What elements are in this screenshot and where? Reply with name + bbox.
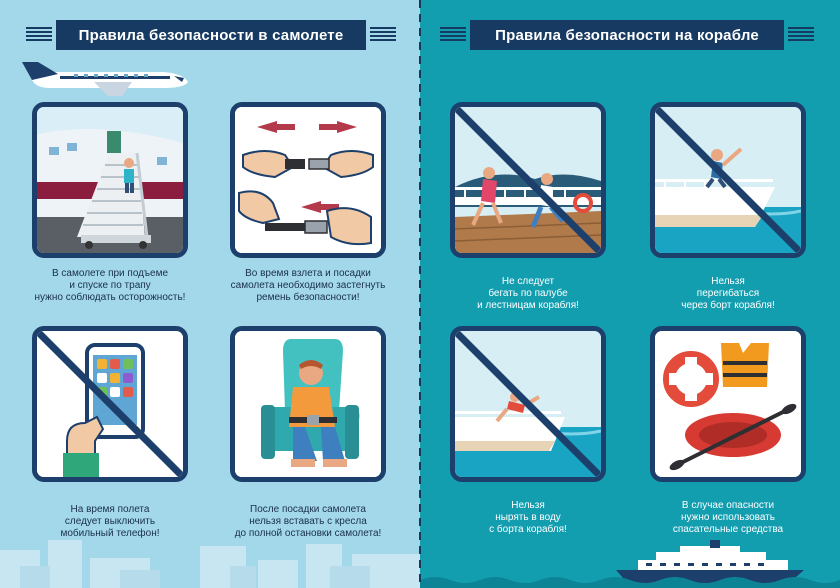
rule-caption-lifesaving: В случае опасности нужно использовать сп… — [672, 500, 784, 535]
running-prohibited-icon — [455, 107, 601, 253]
rule-card-leaning — [650, 102, 806, 258]
section-divider — [419, 0, 421, 588]
plane-safety-panel: Правила безопасности в самолете — [0, 20, 420, 588]
waves-icon — [420, 577, 840, 588]
rule-card-running — [450, 102, 606, 258]
rule-caption-phone: На время полета следует выключить мобиль… — [60, 504, 160, 539]
rule-caption-leaning: Нельзя перегибаться через борт корабля! — [681, 276, 775, 311]
rule-caption-seated: После посадки самолета нельзя вставать с… — [234, 504, 382, 539]
seatbelt-icon — [235, 107, 381, 253]
life-saving-equipment-icon — [655, 331, 801, 477]
leaning-prohibited-icon — [655, 107, 801, 253]
rule-card-airstairs — [32, 102, 188, 258]
seated-passenger-icon — [235, 331, 381, 477]
rule-card-seated — [230, 326, 386, 482]
rule-caption-seatbelt: Во время взлета и посадки самолета необх… — [230, 268, 386, 303]
rule-card-lifesaving — [650, 326, 806, 482]
ship-section-title: Правила безопасности на корабле — [440, 20, 814, 50]
diving-prohibited-icon — [455, 331, 601, 477]
rule-caption-diving: Нельзя нырять в воду с борта корабля! — [489, 500, 567, 535]
rule-card-seatbelt — [230, 102, 386, 258]
plane-section-title: Правила безопасности в самолете — [26, 20, 396, 50]
airplane-icon — [22, 62, 188, 96]
ship-safety-panel: Правила безопасности на корабле — [420, 0, 840, 588]
rule-caption-running: Не следует бегать по палубе и лестницам … — [477, 276, 579, 311]
city-skyline-icon — [0, 540, 420, 588]
rule-card-diving — [450, 326, 606, 482]
rule-card-phone — [32, 326, 188, 482]
phone-prohibited-icon — [37, 331, 183, 477]
airstairs-icon — [37, 107, 183, 253]
rule-caption-airstairs: В самолете при подъеме и спуске по трапу… — [34, 268, 186, 303]
